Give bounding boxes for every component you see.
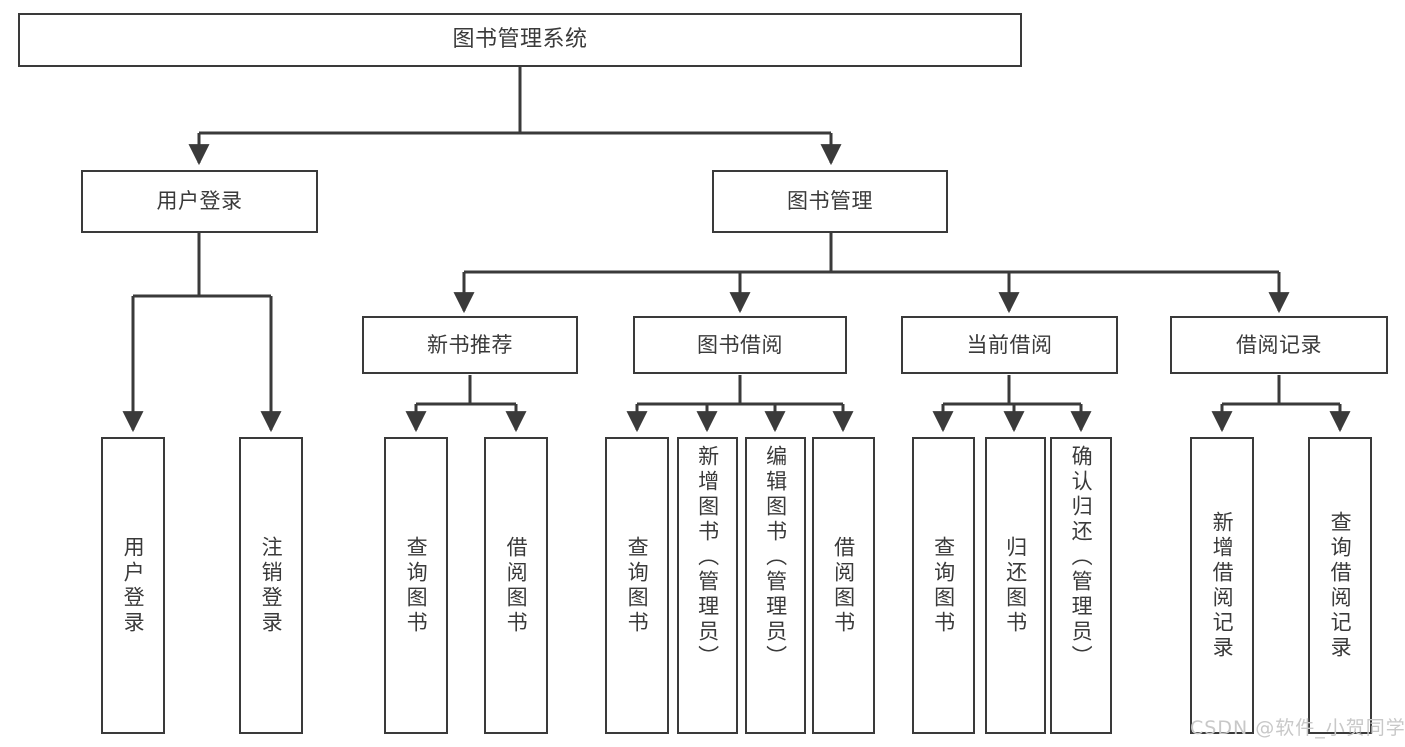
leaf-add-borrow-record[interactable]: 新增借阅记录 xyxy=(1190,437,1254,734)
node-user-login[interactable]: 用户登录 xyxy=(81,170,318,233)
leaf-borrow-book[interactable]: 借阅图书 xyxy=(812,437,875,734)
leaf-add-book-admin[interactable]: 新增图书（管理员） xyxy=(677,437,738,734)
leaf-user-login[interactable]: 用户登录 xyxy=(101,437,165,734)
leaf-query-book-recommend[interactable]: 查询图书 xyxy=(384,437,448,734)
leaf-borrow-book-recommend[interactable]: 借阅图书 xyxy=(484,437,548,734)
leaf-return-book[interactable]: 归还图书 xyxy=(985,437,1046,734)
leaf-edit-book-admin[interactable]: 编辑图书（管理员） xyxy=(745,437,806,734)
node-book-management[interactable]: 图书管理 xyxy=(712,170,948,233)
leaf-query-book-current[interactable]: 查询图书 xyxy=(912,437,975,734)
node-new-book-recommend[interactable]: 新书推荐 xyxy=(362,316,578,374)
node-book-borrow[interactable]: 图书借阅 xyxy=(633,316,847,374)
node-borrow-record[interactable]: 借阅记录 xyxy=(1170,316,1388,374)
leaf-logout[interactable]: 注销登录 xyxy=(239,437,303,734)
leaf-confirm-return-admin[interactable]: 确认归还（管理员） xyxy=(1050,437,1112,734)
leaf-query-book-borrow[interactable]: 查询图书 xyxy=(605,437,669,734)
node-root-library-system[interactable]: 图书管理系统 xyxy=(18,13,1022,67)
node-current-borrow[interactable]: 当前借阅 xyxy=(901,316,1118,374)
leaf-query-borrow-record[interactable]: 查询借阅记录 xyxy=(1308,437,1372,734)
